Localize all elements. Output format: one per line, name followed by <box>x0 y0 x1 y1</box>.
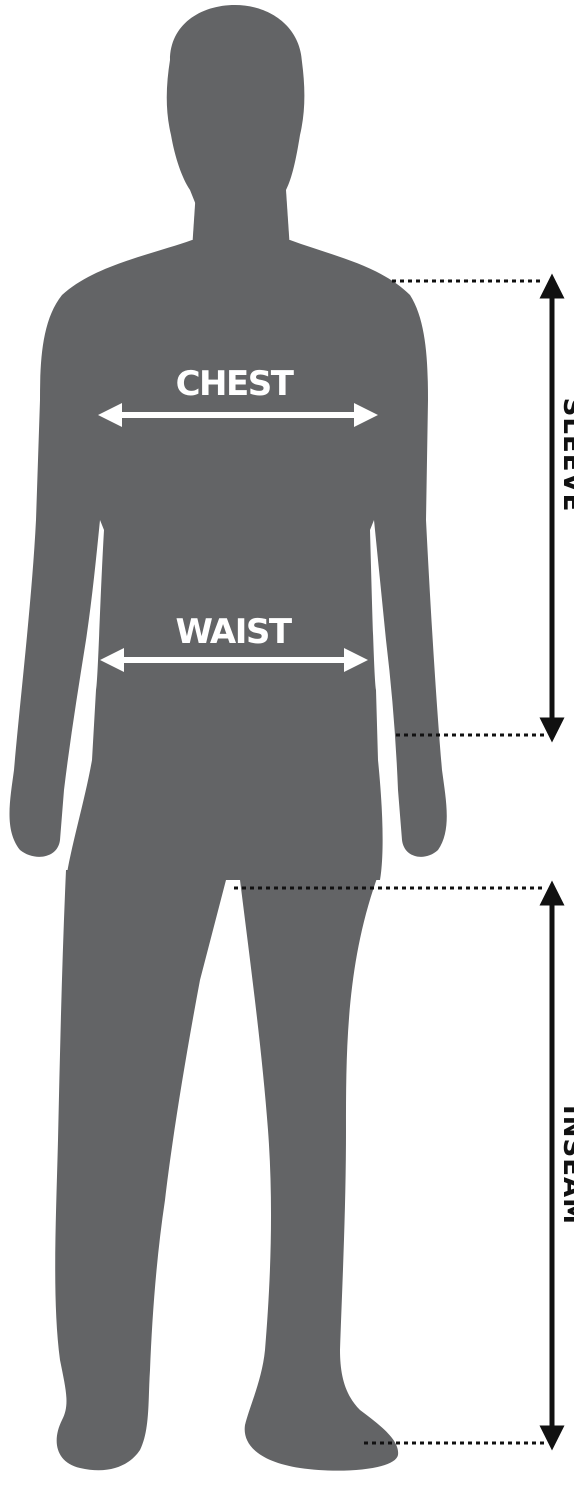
chest-label: CHEST <box>176 364 295 404</box>
silhouette-legs <box>55 870 398 1471</box>
inseam-label: INSEAM <box>557 1105 574 1225</box>
human-silhouette <box>10 5 447 1471</box>
sleeve-label: SLEEVE <box>557 398 574 513</box>
waist-label: WAIST <box>175 612 292 652</box>
silhouette-head <box>167 5 305 205</box>
silhouette-torso <box>10 240 447 880</box>
